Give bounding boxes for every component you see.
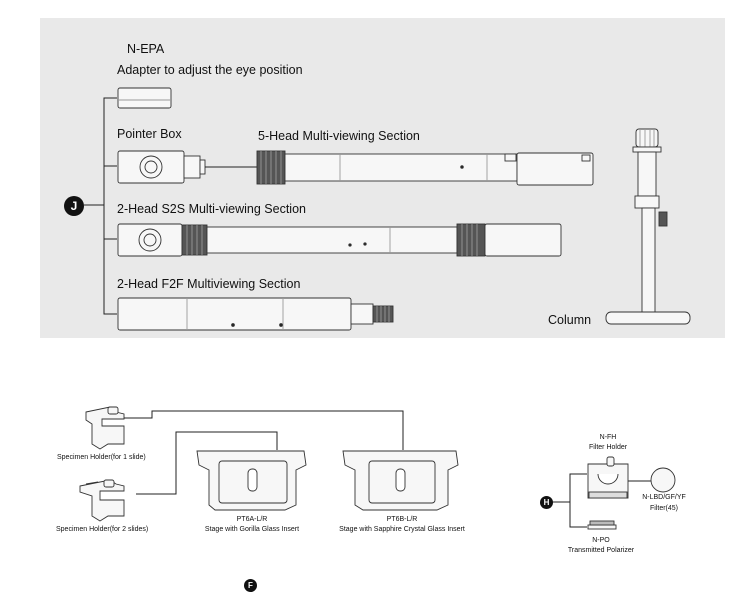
filter-holder-description-label: Filter Holder — [588, 444, 628, 451]
filter-code-label: N-LBD/GF/YF — [642, 494, 686, 501]
badge-j: J — [64, 196, 84, 216]
two-head-s2s-label: 2-Head S2S Multi-viewing Section — [117, 202, 306, 216]
five-head-section-drawing — [256, 150, 594, 186]
column-label: Column — [548, 313, 592, 327]
specimen-holder-1-label: Specimen Holder(for 1 slide) — [57, 454, 146, 461]
stage-a-code-label: PT6A-L/R — [236, 516, 268, 523]
two-head-s2s-section-drawing — [117, 223, 562, 257]
badge-h: H — [540, 496, 553, 509]
polarizer-description-label: Transmitted Polarizer — [567, 547, 635, 554]
polarizer-drawing — [587, 520, 617, 530]
n-epa-code-label: N-EPA — [127, 42, 165, 56]
filter-description-label: Filter(45) — [649, 505, 679, 512]
badge-f: F — [244, 579, 257, 592]
specimen-holder-2-label: Specimen Holder(for 2 slides) — [56, 526, 149, 533]
five-head-label: 5-Head Multi-viewing Section — [258, 129, 420, 143]
two-head-f2f-section-drawing — [117, 297, 394, 331]
pointer-box-drawing — [117, 150, 206, 184]
specimen-holder-1-drawing — [85, 406, 125, 450]
stage-b-description-label: Stage with Sapphire Crystal Glass Insert — [339, 526, 465, 533]
column-drawing — [605, 128, 691, 325]
n-epa-description-label: Adapter to adjust the eye position — [117, 63, 303, 77]
specimen-holder-2-drawing — [79, 479, 125, 522]
stage-b-code-label: PT6B-L/R — [386, 516, 418, 523]
two-head-f2f-label: 2-Head F2F Multiviewing Section — [117, 277, 301, 291]
stage-a-description-label: Stage with Gorilla Glass Insert — [204, 526, 300, 533]
filter-holder-drawing — [587, 456, 629, 499]
polarizer-code-label: N-PO — [592, 537, 610, 544]
filter-holder-code-label: N-FH — [599, 434, 617, 441]
stage-b-drawing — [342, 450, 459, 511]
filter-disc-drawing — [650, 467, 676, 493]
pointer-box-label: Pointer Box — [117, 127, 182, 141]
stage-a-drawing — [196, 450, 307, 511]
n-epa-adapter-drawing — [117, 87, 172, 109]
